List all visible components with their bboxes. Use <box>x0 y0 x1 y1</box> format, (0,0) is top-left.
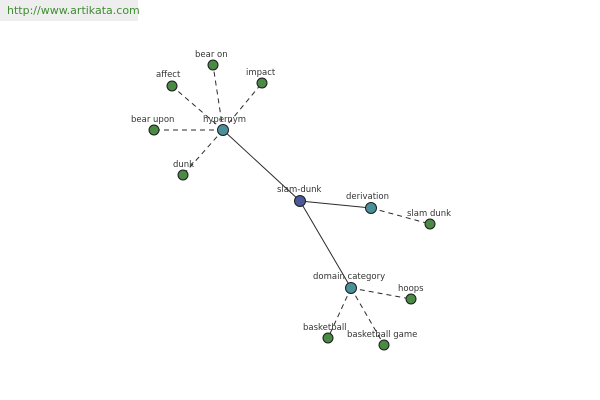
label-affect: affect <box>156 70 181 80</box>
edge-hypernym-to-impact <box>222 82 263 131</box>
label-hypernym: hypernym <box>203 115 246 125</box>
edge-slam-dunk-to-domain-category <box>299 200 352 289</box>
edge-domain-category-to-basketball <box>327 287 352 339</box>
label-slam-dunk: slam-dunk <box>277 185 322 195</box>
edge-domain-category-to-basketball-game <box>350 287 385 346</box>
label-basketball-game: basketball game <box>347 330 417 340</box>
graph-nodes <box>148 59 436 351</box>
label-impact: impact <box>246 68 276 78</box>
node-hypernym[interactable] <box>217 124 229 136</box>
edge-derivation-to-slam-dunk-leaf <box>370 207 431 225</box>
edge-hypernym-to-dunk <box>182 129 224 176</box>
node-basketball[interactable] <box>322 332 334 344</box>
node-dunk[interactable] <box>177 169 189 181</box>
graph-edges <box>154 64 431 346</box>
node-domain-category[interactable] <box>345 282 357 294</box>
label-hoops: hoops <box>398 284 424 294</box>
node-bear-on[interactable] <box>207 59 219 71</box>
graph-labels: slam-dunk hypernym derivation domain catego… <box>131 50 451 340</box>
label-derivation: derivation <box>346 192 389 202</box>
node-slam-dunk-leaf[interactable] <box>424 218 436 230</box>
node-impact[interactable] <box>256 77 268 89</box>
label-bear-on: bear on <box>195 50 228 60</box>
node-affect[interactable] <box>166 80 178 92</box>
edge-slam-dunk-to-hypernym <box>222 129 301 202</box>
edge-slam-dunk-to-derivation <box>299 200 372 209</box>
node-bear-upon[interactable] <box>148 124 160 136</box>
edge-domain-category-to-hoops <box>350 287 412 300</box>
node-basketball-game[interactable] <box>378 339 390 351</box>
label-dunk: dunk <box>173 160 194 170</box>
edge-hypernym-to-affect <box>171 85 224 131</box>
label-basketball: basketball <box>303 323 347 333</box>
node-derivation[interactable] <box>365 202 377 214</box>
label-domain-category: domain category <box>313 272 385 282</box>
node-hoops[interactable] <box>405 293 417 305</box>
node-slam-dunk[interactable] <box>294 195 306 207</box>
label-slam-dunk-leaf: slam dunk <box>407 209 451 219</box>
source-url-watermark: http://www.artikata.com <box>0 0 140 21</box>
label-bear-upon: bear upon <box>131 115 174 125</box>
edge-hypernym-to-bear-on <box>212 64 224 131</box>
